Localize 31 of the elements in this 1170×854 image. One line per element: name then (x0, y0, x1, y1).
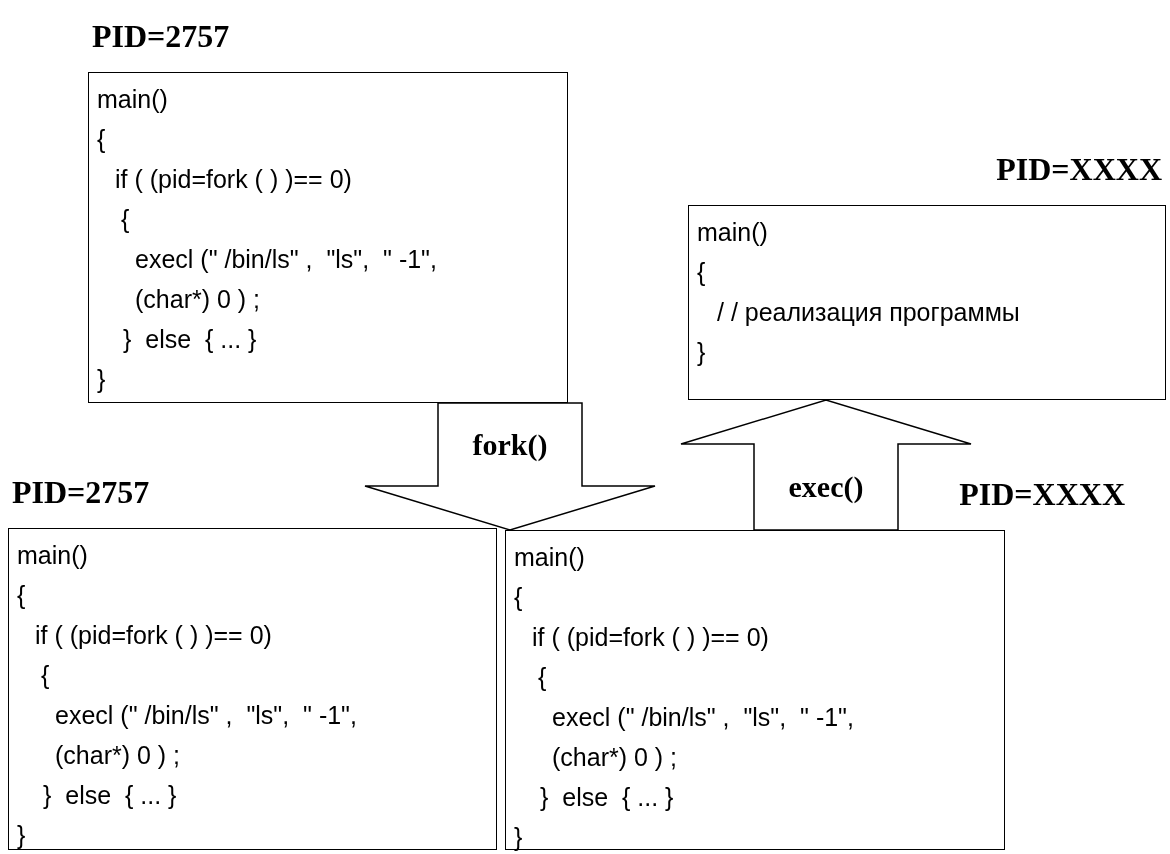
code-line: } (697, 337, 706, 368)
code-line: } (17, 820, 26, 851)
code-line: main() (697, 217, 768, 248)
code-line: main() (17, 540, 88, 571)
code-line: { (537, 662, 547, 693)
code-line: { (514, 582, 523, 613)
code-line: { (97, 124, 106, 155)
code-line: (char*) 0 ) ; (551, 742, 678, 773)
pid-heading: PID=XXXX (959, 476, 1125, 513)
code-line: if ( (pid=fork ( ) )== 0) (34, 620, 272, 651)
code-line: } else { ... } (42, 780, 177, 811)
code-line: } (97, 364, 106, 395)
code-line: execl (" /bin/ls" , "ls", " -1", (54, 700, 357, 731)
code-line: (char*) 0 ) ; (134, 284, 261, 315)
code-line: } else { ... } (122, 324, 257, 355)
code-line: main() (514, 542, 585, 573)
pid-heading: PID=2757 (12, 474, 150, 511)
code-line: { (17, 580, 26, 611)
code-line: } else { ... } (539, 782, 674, 813)
pid-heading: PID=2757 (92, 18, 230, 55)
code-line: main() (97, 84, 168, 115)
code-line: { (40, 660, 50, 691)
code-line: { (697, 257, 706, 288)
pid-heading: PID=XXXX (996, 151, 1162, 188)
code-line: (char*) 0 ) ; (54, 740, 181, 771)
code-line: if ( (pid=fork ( ) )== 0) (531, 622, 769, 653)
code-line: execl (" /bin/ls" , "ls", " -1", (551, 702, 854, 733)
code-line: / / реализация программы (716, 297, 1020, 328)
code-line: execl (" /bin/ls" , "ls", " -1", (134, 244, 437, 275)
code-line: if ( (pid=fork ( ) )== 0) (114, 164, 352, 195)
code-line: { (120, 204, 130, 235)
